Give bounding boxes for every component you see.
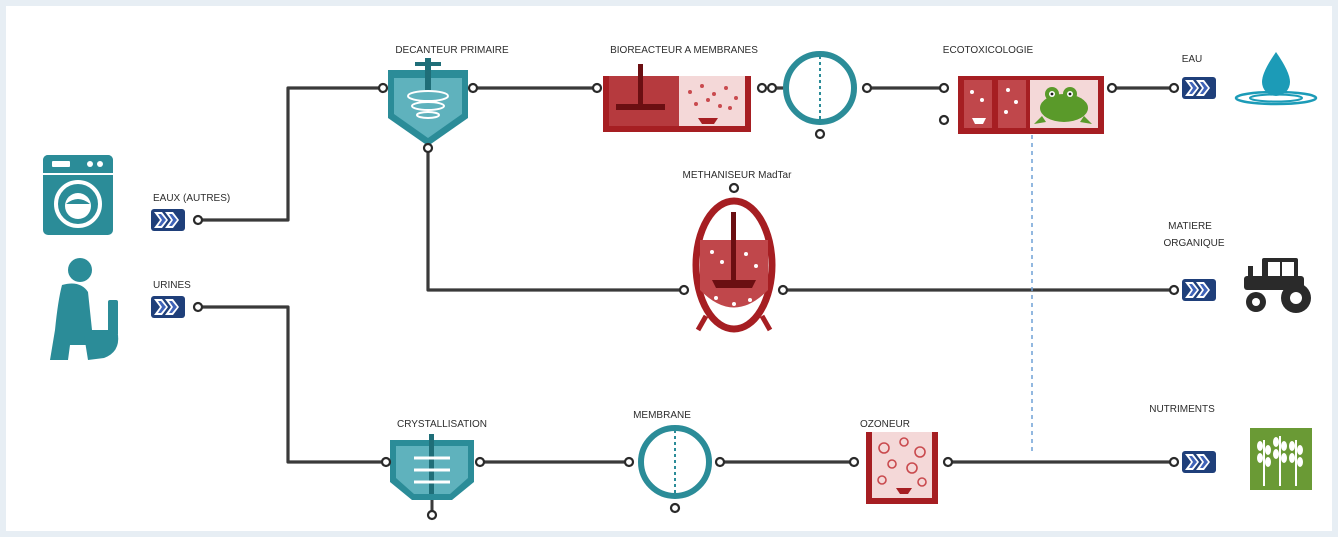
ozoneur-unit xyxy=(866,432,938,504)
person-on-toilet-icon xyxy=(50,258,119,360)
label-organique: ORGANIQUE xyxy=(1163,238,1224,249)
port-eau-in xyxy=(1168,82,1180,94)
port-methaniseur-top xyxy=(728,182,740,194)
eaux-input-arrow xyxy=(151,209,185,231)
label-decanteur-primaire: DECANTEUR PRIMAIRE xyxy=(395,45,509,56)
label-crystallisation: CRYSTALLISATION xyxy=(397,419,487,430)
port-ecotox-out xyxy=(1106,82,1118,94)
pipe-decanteur-to-methaniseur xyxy=(426,146,682,292)
port-bioreacteur-in xyxy=(591,82,603,94)
crystallisation-unit xyxy=(390,434,474,512)
port-ecotox-in xyxy=(938,82,950,94)
port-decanteur-bottom xyxy=(422,142,434,154)
connection-ports xyxy=(192,82,1180,521)
port-decanteur-in xyxy=(377,82,389,94)
port-urines-out xyxy=(192,301,204,313)
port-crystallisation-bottom xyxy=(426,509,438,521)
label-nutriments: NUTRIMENTS xyxy=(1149,404,1215,415)
label-eau: EAU xyxy=(1182,54,1203,65)
label-bioreacteur-membranes: BIOREACTEUR A MEMBRANES xyxy=(610,45,758,56)
port-membrane-top-in xyxy=(766,82,778,94)
port-membrane-bottom-bottom xyxy=(669,502,681,514)
port-matiere-in xyxy=(1168,284,1180,296)
port-methaniseur-in xyxy=(678,284,690,296)
port-nutriments-in xyxy=(1168,456,1180,468)
port-membrane-top-bottom xyxy=(814,128,826,140)
water-drop-icon xyxy=(1234,52,1318,106)
label-eaux-autres: EAUX (AUTRES) xyxy=(153,193,230,204)
port-membrane-bottom-in xyxy=(623,456,635,468)
urines-input-arrow xyxy=(151,296,185,318)
port-membrane-bottom-out xyxy=(714,456,726,468)
port-bioreacteur-out xyxy=(756,82,768,94)
methaniseur-unit xyxy=(692,197,776,333)
port-membrane-top-out xyxy=(861,82,873,94)
membrane-filter-top xyxy=(783,51,857,125)
label-methaniseur: METHANISEUR MadTar xyxy=(683,170,793,181)
pipes xyxy=(198,86,1174,464)
port-ecotox-in-2 xyxy=(938,114,950,126)
bioreacteur-membranes-unit xyxy=(603,64,751,132)
matiere-output-arrow xyxy=(1182,279,1216,301)
port-ozoneur-in xyxy=(848,456,860,468)
tractor-icon xyxy=(1244,258,1311,313)
label-matiere: MATIERE xyxy=(1168,221,1212,232)
port-ozoneur-out xyxy=(942,456,954,468)
label-ecotoxicologie: ECOTOXICOLOGIE xyxy=(943,45,1034,56)
port-decanteur-out xyxy=(467,82,479,94)
nutriments-output-arrow xyxy=(1182,451,1216,473)
membrane-filter-bottom xyxy=(638,425,712,499)
port-methaniseur-out xyxy=(777,284,789,296)
wheat-icon xyxy=(1250,428,1312,490)
washing-machine-icon xyxy=(43,155,113,235)
port-eaux-out xyxy=(192,214,204,226)
pipe-urines-to-crystallisation xyxy=(198,305,384,464)
label-urines: URINES xyxy=(153,280,191,291)
pipe-eaux-to-decanteur xyxy=(198,86,382,222)
frog-icon xyxy=(1034,87,1092,124)
label-ozoneur: OZONEUR xyxy=(860,419,910,430)
port-crystallisation-out xyxy=(474,456,486,468)
port-crystallisation-in xyxy=(380,456,392,468)
label-membrane: MEMBRANE xyxy=(633,410,691,421)
decanteur-primaire-unit xyxy=(388,58,468,146)
eau-output-arrow xyxy=(1182,77,1216,99)
